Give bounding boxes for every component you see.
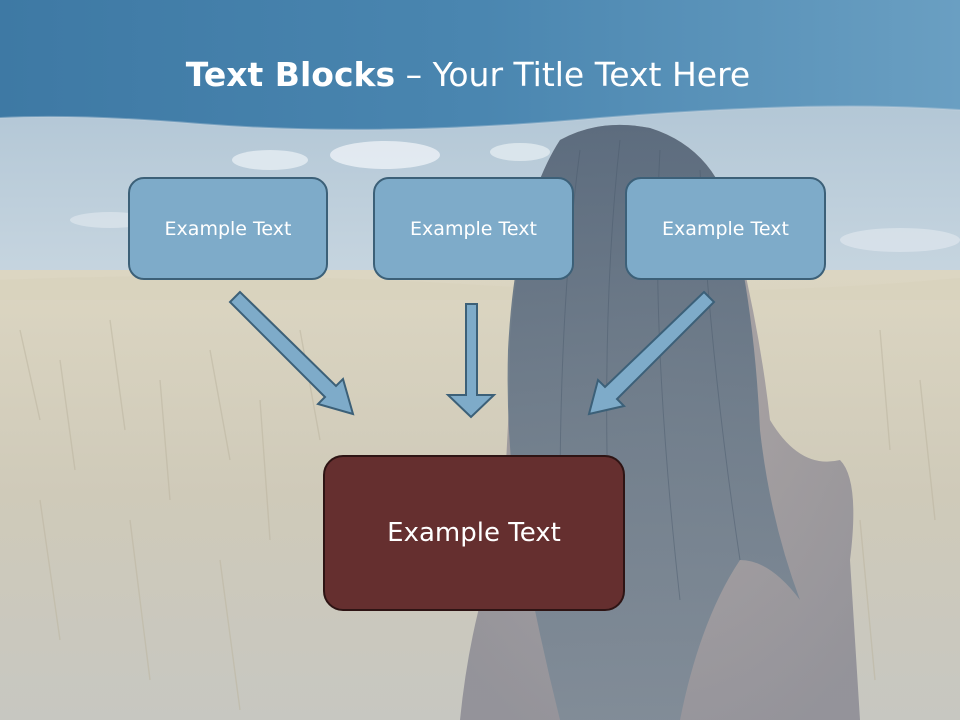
text-block-left[interactable]: Example Text [128,177,328,280]
text-block-main[interactable]: Example Text [323,455,625,611]
text-block-right-label: Example Text [662,217,789,240]
slide-title: Text Blocks – Your Title Text Here [0,52,948,98]
arrow-left-diagonal-icon [228,290,355,416]
title-rest-part: Your Title Text Here [432,55,751,94]
text-block-center[interactable]: Example Text [373,177,574,280]
text-block-main-label: Example Text [387,518,561,548]
text-block-center-label: Example Text [410,217,537,240]
title-dash: – [395,55,433,94]
text-block-right[interactable]: Example Text [625,177,826,280]
arrow-down-icon [445,303,497,419]
title-bold-part: Text Blocks [185,55,396,94]
arrow-right-diagonal-icon [587,290,716,416]
text-block-left-label: Example Text [164,217,292,240]
